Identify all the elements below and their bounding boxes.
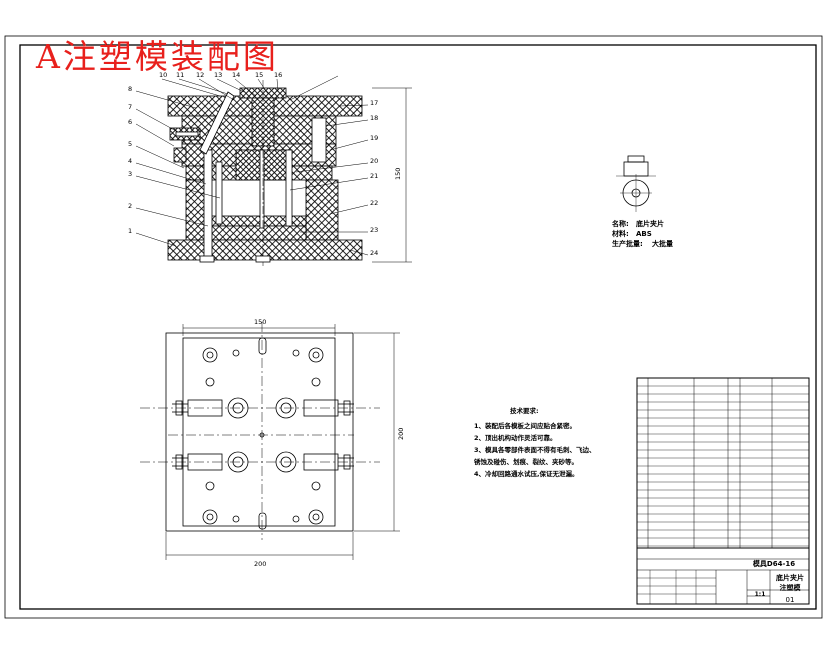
section-view [167,80,363,266]
return-pin [215,161,223,225]
spacer-block-left [185,179,207,241]
part-info: 名称: 底片夹片 材料: ABS 生产批量: 大批量 [611,219,673,248]
callout-right-22: 22 [370,199,378,207]
part-sketch [616,155,656,212]
tech-requirement-3b: 锈蚀及碰伤、划痕、裂纹、夹砂等。 [474,457,578,466]
tech-requirement-4: 4、冷却回路通水试压,保证无泄漏。 [474,469,579,478]
callout-right-23: 23 [370,226,378,234]
bom-table [636,377,810,549]
callout-left-4: 4 [128,157,132,165]
callout-top-15: 15 [255,71,263,79]
ejector-plate [205,225,307,241]
part-material-value: ABS [636,230,652,238]
part-name-value: 底片夹片 [636,219,664,228]
slider-assembly-tr [275,397,354,419]
callout-top-16: 16 [274,71,282,79]
callout-left-8: 8 [128,85,132,93]
callout-top-14: 14 [232,71,240,79]
part-batch-value: 大批量 [652,239,673,248]
tech-requirement-3: 3、模具各零部件表面不得有毛刺、飞边、 [474,445,596,454]
callout-right-20: 20 [370,157,378,165]
callout-top-10: 10 [159,71,167,79]
callout-left-3: 3 [128,170,132,178]
angle-pin [199,91,235,155]
slider-assembly-br [275,451,354,473]
part-material-label: 材料: [611,229,629,238]
title-stamp: A注塑模装配图 [36,37,279,76]
callout-top-13: 13 [214,71,222,79]
spacer-block-right [305,179,339,241]
callout-leaders [135,75,369,256]
callout-right-18: 18 [370,114,378,122]
plan-width-bottom-dim-text: 200 [254,560,266,568]
callout-right-17: 17 [370,99,378,107]
plan-height-dim-text: 200 [397,428,405,440]
callout-left-7: 7 [128,103,132,111]
callout-left-5: 5 [128,140,132,148]
title-drawing-no: 模具D64-16 [753,559,795,568]
callout-left-2: 2 [128,202,132,210]
title-scale: 1:1 [755,591,766,598]
callout-top-12: 12 [196,71,204,79]
slider-assembly-bl [172,451,249,473]
title-part-name-1: 底片夹片 [776,573,804,582]
tech-requirement-2: 2、顶出机构动作灵活可靠。 [474,433,557,442]
inner-border [19,44,817,610]
title-sheet-no: 01 [786,596,795,604]
title-part-name-2: 注塑模 [780,583,802,592]
plan-width-top-dim-text: 150 [254,318,266,326]
guide-pin [203,149,213,259]
title-block [636,547,810,605]
callout-left-1: 1 [128,227,132,235]
tech-requirements: 技术要求: 1、装配后各模板之间应贴合紧密。 2、顶出机构动作灵活可靠。 3、模… [474,406,596,478]
callout-right-21: 21 [370,172,378,180]
callout-top-11: 11 [176,71,184,79]
slider-assembly-tl [172,397,249,419]
outer-border [4,35,823,619]
callout-right-19: 19 [370,134,378,142]
section-height-dim-text: 150 [394,168,402,180]
part-batch-label: 生产批量: [612,239,643,248]
plan-view [140,322,400,560]
plan-base-plate [165,332,354,532]
callout-right-24: 24 [370,249,378,257]
tech-requirements-heading: 技术要求: [510,406,539,415]
tech-requirement-1: 1、装配后各模板之间应贴合紧密。 [474,421,576,430]
ejector-pin-1 [259,149,265,229]
part-name-label: 名称: [612,219,629,228]
guide-bush [311,117,327,163]
ejector-pin-2 [285,149,293,227]
callout-left-6: 6 [128,118,132,126]
section-height-dimension [372,87,412,263]
plan-moving-plate [182,337,336,527]
